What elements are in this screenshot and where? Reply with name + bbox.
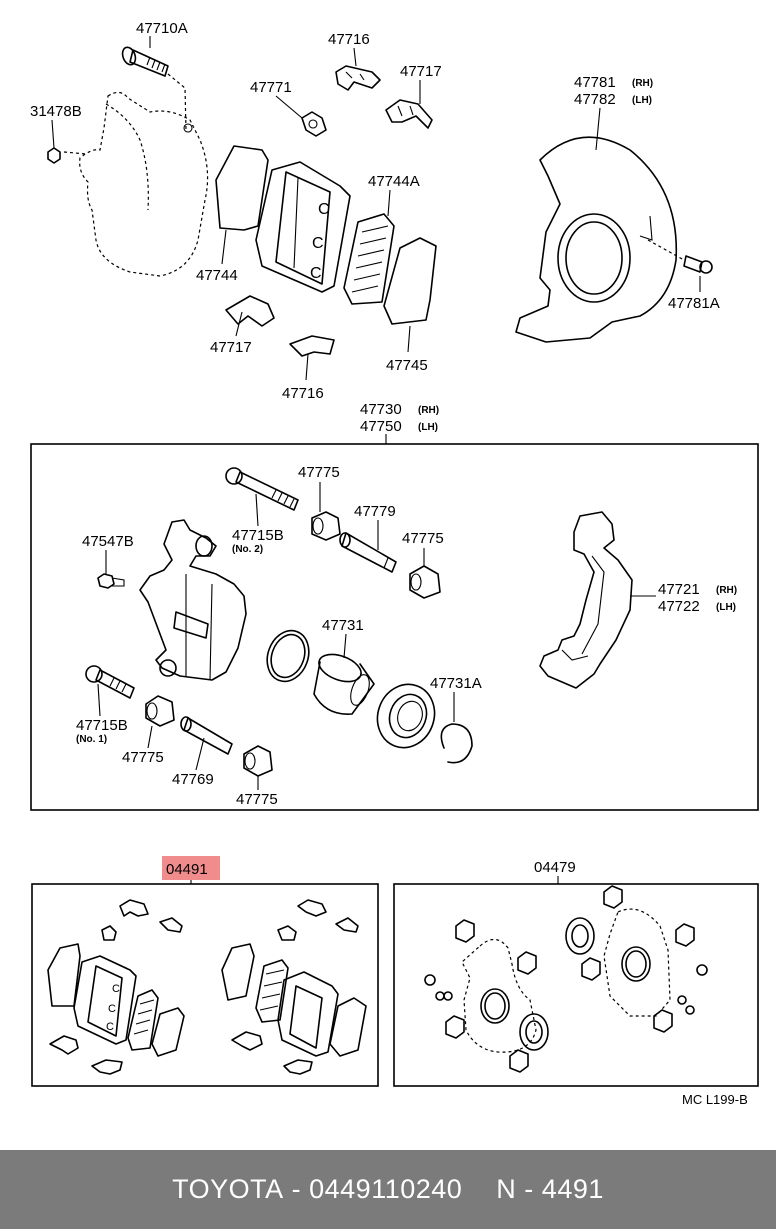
pad-support-plate-47744A[interactable]	[343, 213, 395, 305]
label-47710A: 47710A	[136, 20, 188, 37]
label-47715B-no1: 47715B	[76, 717, 128, 734]
label-47717-bottom: 47717	[210, 339, 252, 356]
label-47775-c: 47775	[122, 749, 164, 766]
label-no2: (No. 2)	[232, 544, 263, 555]
label-31478B: 31478B	[30, 103, 82, 120]
bushing-47775-d[interactable]	[243, 745, 273, 777]
label-47745: 47745	[386, 357, 428, 374]
label-04479: 04479	[534, 859, 576, 876]
label-47744A: 47744A	[368, 173, 420, 190]
piston-47731[interactable]	[313, 649, 375, 715]
label-47769: 47769	[172, 771, 214, 788]
svg-text:C: C	[106, 1021, 114, 1033]
screw-47781A[interactable]	[647, 239, 713, 274]
clip-47717-top[interactable]	[385, 99, 433, 129]
caliper-housing-top[interactable]	[63, 91, 209, 277]
bleeder-plug-47547B[interactable]	[97, 573, 125, 589]
label-47781-rh: (RH)	[632, 78, 653, 89]
parts-diagram: 47710A 31478B 47716 47717 47771 47744	[30, 20, 759, 1107]
footer-part-info: TOYOTA - 0449110240 N - 4491	[0, 1150, 776, 1229]
label-47750: 47750	[360, 418, 402, 435]
caliper-assembly-box	[30, 443, 759, 811]
clip-47716-top[interactable]	[335, 65, 381, 91]
slide-pin-47779[interactable]	[339, 532, 397, 573]
brake-pad-inner[interactable]: C C C	[255, 161, 351, 293]
label-47782: 47782	[574, 91, 616, 108]
label-47716-bottom: 47716	[282, 385, 324, 402]
label-47730: 47730	[360, 401, 402, 418]
bolt-47715B-no1[interactable]	[85, 665, 135, 699]
footer-code: 4491	[541, 1174, 604, 1204]
label-47731A: 47731A	[430, 675, 482, 692]
label-47722: 47722	[658, 598, 700, 615]
label-47721: 47721	[658, 581, 700, 598]
cylinder-boot[interactable]	[369, 676, 444, 755]
footer-part-number: 0449110240	[309, 1174, 463, 1204]
kit-04479-box	[393, 883, 759, 1087]
bushing-47775-b[interactable]	[409, 565, 441, 599]
label-47715B-no2: 47715B	[232, 527, 284, 544]
label-47750-lh: (LH)	[418, 422, 438, 433]
kit-04491-contents[interactable]: C C C	[47, 899, 367, 1075]
clip-47717-bottom[interactable]	[225, 295, 275, 327]
caliper-mounting-bracket[interactable]	[539, 511, 633, 689]
kit-04491-box	[31, 883, 379, 1087]
label-47744: 47744	[196, 267, 238, 284]
kit-04479-contents[interactable]	[424, 885, 708, 1073]
label-47779: 47779	[354, 503, 396, 520]
label-47781A: 47781A	[668, 295, 720, 312]
diagram-reference-code: MC L199-B	[682, 1092, 748, 1107]
shim-47771[interactable]	[301, 111, 327, 137]
footer-separator: -	[283, 1174, 310, 1204]
anti-squeal-shim-47745[interactable]	[383, 237, 437, 325]
highlight-04491	[162, 856, 220, 880]
svg-text:C: C	[310, 265, 322, 282]
disc-brake-dust-cover[interactable]	[515, 136, 678, 343]
label-47722-lh: (LH)	[716, 602, 736, 613]
label-47775-a: 47775	[298, 464, 340, 481]
label-47731: 47731	[322, 617, 364, 634]
svg-text:C: C	[318, 201, 330, 218]
clip-47716-bottom[interactable]	[289, 335, 335, 357]
slide-pin-47769[interactable]	[180, 716, 233, 755]
piston-seal[interactable]	[260, 625, 315, 688]
label-47730-rh: (RH)	[418, 405, 439, 416]
label-47717-top: 47717	[400, 63, 442, 80]
footer-code-prefix: N -	[496, 1174, 542, 1204]
label-04491[interactable]: 04491	[166, 861, 208, 878]
bleeder-31478B[interactable]	[47, 147, 61, 164]
bushing-47775-a[interactable]	[311, 511, 341, 541]
bushing-47775-c[interactable]	[145, 695, 175, 727]
snap-ring-47731A[interactable]	[440, 723, 473, 764]
label-47775-b: 47775	[402, 530, 444, 547]
label-no1: (No. 1)	[76, 734, 107, 745]
svg-text:C: C	[108, 1003, 116, 1015]
caliper-cylinder[interactable]	[139, 519, 247, 681]
bolt-47715B-no2[interactable]	[225, 467, 299, 511]
svg-text:C: C	[312, 235, 324, 252]
label-47721-rh: (RH)	[716, 585, 737, 596]
label-47771: 47771	[250, 79, 292, 96]
label-47782-lh: (LH)	[632, 95, 652, 106]
label-47775-d: 47775	[236, 791, 278, 808]
svg-text:C: C	[112, 983, 120, 995]
footer-brand: TOYOTA	[172, 1174, 284, 1204]
caliper-bolt-47710A[interactable]	[120, 45, 187, 131]
label-47781: 47781	[574, 74, 616, 91]
anti-squeal-shim-47744[interactable]	[215, 145, 269, 231]
label-47716-top: 47716	[328, 31, 370, 48]
label-47547B: 47547B	[82, 533, 134, 550]
